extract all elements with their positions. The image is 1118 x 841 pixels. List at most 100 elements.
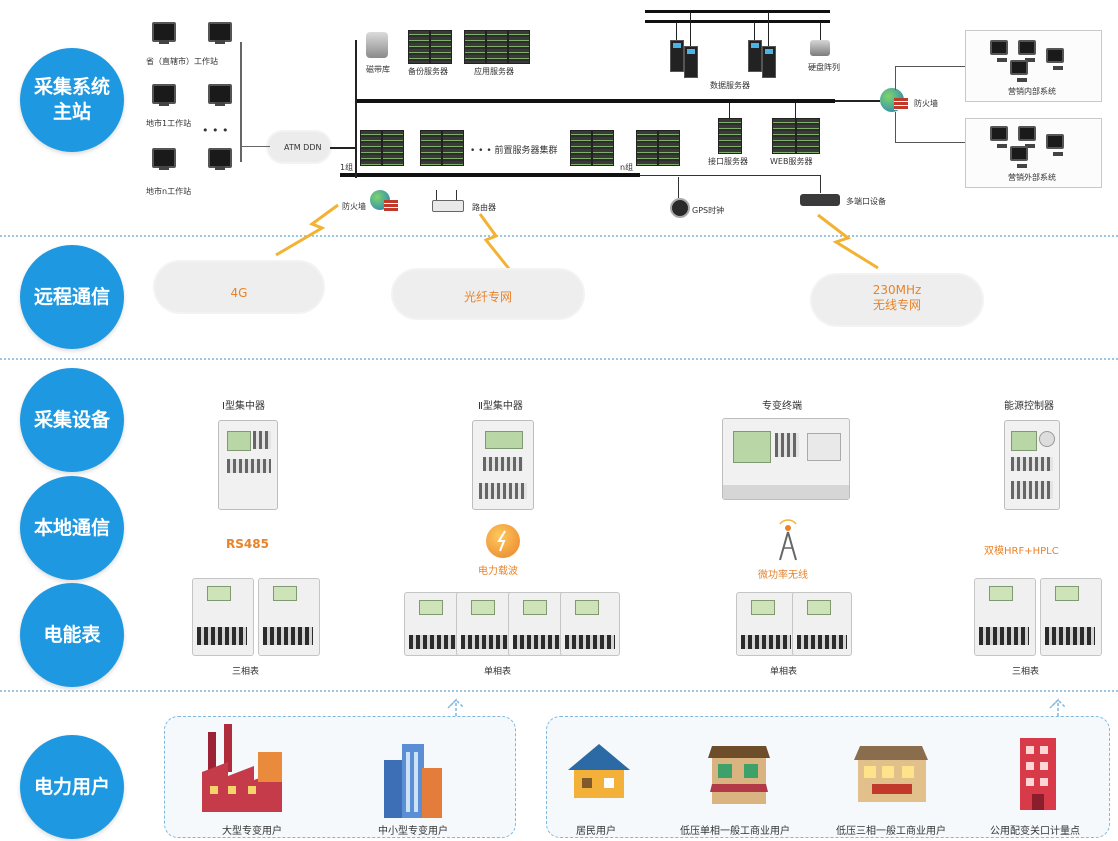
remote-230mhz-label: 230MHz 无线专网: [872, 283, 922, 312]
divider-2: [0, 358, 1118, 360]
firewall-top-label: 防火墙: [914, 99, 938, 108]
tape-library-icon: [366, 32, 388, 58]
data-server-label: 数据服务器: [710, 81, 750, 90]
user-6-label: 公用配变关口计量点: [990, 826, 1080, 837]
device-3-label: 专变终端: [762, 401, 802, 412]
device-4-label: 能源控制器: [1004, 401, 1054, 412]
ws-province-label: 省（直辖市）工作站: [146, 57, 218, 66]
storage-link: [676, 22, 677, 40]
cluster-label: • • • 前置服务器集群: [470, 146, 558, 156]
web-server-icon: [772, 118, 796, 154]
three-phase-meter: [192, 578, 254, 656]
single-phase-meter: [560, 592, 620, 656]
internal-system-label: 营销内部系统: [1008, 87, 1056, 96]
router-antenna: [456, 190, 457, 200]
backup-server-icon: [430, 30, 452, 64]
section-local-comm: 本地通信: [20, 476, 124, 580]
lightning-icon: [497, 530, 506, 552]
low-voltage-user-group: [546, 716, 1110, 838]
gps-label: GPS时钟: [692, 206, 725, 215]
storage-bus-top: [645, 10, 830, 13]
workstation-icon: [208, 148, 232, 170]
backup-server-icon: [408, 30, 430, 64]
upper-bus: [355, 99, 835, 103]
lightning-bolt-icon: [478, 213, 512, 271]
multiport-link: [820, 175, 821, 193]
multiport-link: [640, 175, 820, 176]
storage-link: [820, 22, 821, 40]
storage-link: [754, 22, 755, 40]
firewall-icon: [880, 88, 908, 112]
ws-cityn-label: 地市n工作站: [146, 187, 192, 196]
front-server-icon: [382, 130, 404, 166]
data-server-icon: [762, 46, 776, 78]
pc-icon: [1046, 134, 1064, 156]
app-server-icon: [464, 30, 486, 64]
ws-link: [240, 146, 270, 147]
pc-icon: [990, 126, 1008, 148]
user-2-label: 中小型专变用户: [378, 826, 448, 837]
local-micropower-label: 微功率无线: [758, 570, 808, 581]
section-remote-comm: 远程通信: [20, 245, 124, 349]
lightning-bolt-icon: [275, 203, 339, 257]
pc-icon: [1018, 40, 1036, 62]
local-plc-label: 电力载波: [478, 566, 518, 577]
external-link: [895, 142, 965, 143]
storage-link: [768, 12, 769, 46]
ws-city1-label: 地市1工作站: [146, 119, 192, 128]
internal-link: [895, 66, 896, 90]
single-phase-meter: [404, 592, 464, 656]
backup-server-label: 备份服务器: [408, 67, 448, 76]
up-arrow-icon: [447, 698, 465, 716]
workstation-icon: [152, 22, 176, 44]
cloud-link: [330, 147, 355, 149]
front-server-icon: [636, 130, 658, 166]
data-server-icon: [748, 40, 762, 72]
multiport-device-icon: [800, 194, 840, 206]
concentrator-type1: [218, 420, 278, 510]
user-3-label: 居民用户: [576, 826, 616, 837]
lower-bus: [340, 173, 640, 177]
front-server-icon: [592, 130, 614, 166]
router-antenna: [436, 190, 437, 200]
front-server-icon: [420, 130, 442, 166]
ws-dots: • • •: [202, 124, 229, 137]
three-phase-meter: [974, 578, 1036, 656]
firewall-bottom-label: 防火墙: [342, 202, 366, 211]
mid-building-icon: [384, 744, 442, 818]
three-phase-meter: [258, 578, 320, 656]
lightning-bolt-icon: [817, 213, 879, 270]
meter-4-label: 三相表: [1012, 667, 1040, 677]
device-1-label: I型集中器: [222, 401, 265, 412]
user-1-label: 大型专变用户: [222, 826, 282, 837]
group1-label: 1组: [340, 163, 354, 172]
firewall-icon: [370, 190, 398, 212]
firewall-link: [835, 100, 880, 102]
meter-2-label: 单相表: [484, 667, 512, 677]
atm-ddn-label: ATM DDN: [284, 143, 322, 152]
app-server-label: 应用服务器: [474, 67, 514, 76]
meter-3-label: 单相表: [770, 667, 798, 677]
front-server-icon: [658, 130, 680, 166]
cloud-fiber: [393, 270, 583, 318]
three-phase-meter: [1040, 578, 1102, 656]
cloud-4g: [155, 262, 323, 312]
pc-icon: [1046, 48, 1064, 70]
remote-fiber-label: 光纤专网: [463, 290, 512, 304]
divider-1: [0, 235, 1118, 237]
front-server-icon: [570, 130, 592, 166]
workstation-icon: [208, 84, 232, 106]
large-factory-icon: [202, 724, 282, 812]
section-collection-device: 采集设备: [20, 368, 124, 472]
workstation-icon: [152, 84, 176, 106]
pc-icon: [1010, 146, 1028, 168]
energy-controller: [1004, 420, 1060, 510]
pc-icon: [1010, 60, 1028, 82]
up-arrow-icon: [1049, 698, 1067, 716]
disk-array-label: 硬盘阵列: [808, 63, 840, 72]
radio-tower-icon: [779, 519, 797, 561]
storage-bus-bottom: [645, 20, 830, 23]
workstation-icon: [152, 148, 176, 170]
router-label: 路由器: [472, 203, 496, 212]
